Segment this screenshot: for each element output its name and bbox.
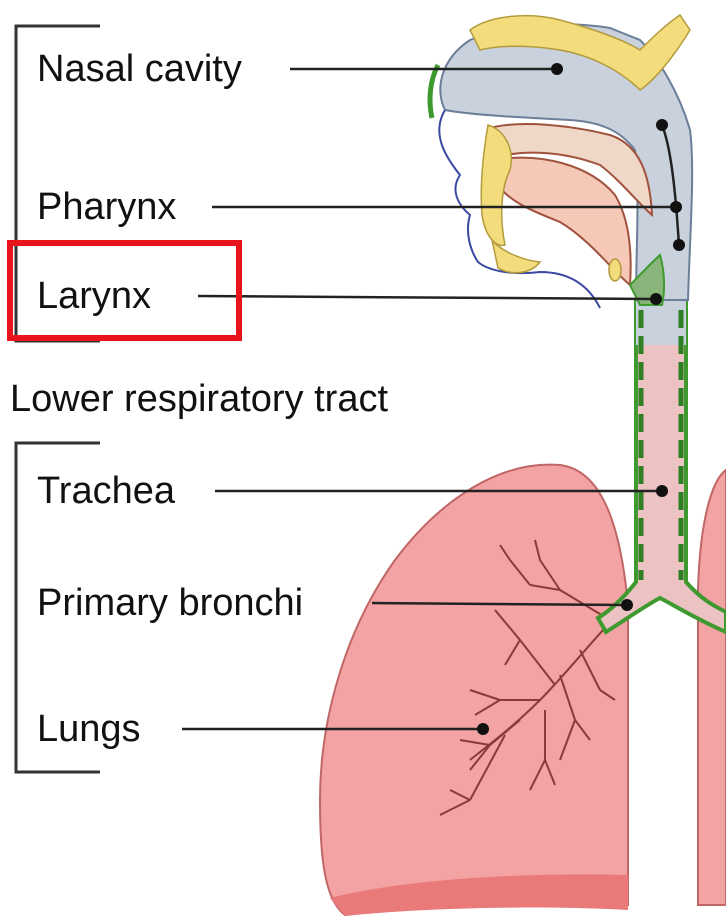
left-lung — [320, 465, 628, 915]
lower-tract-heading: Lower respiratory tract — [10, 377, 388, 421]
larynx-leader — [198, 296, 656, 299]
pharynx-label: Pharynx — [37, 185, 176, 229]
trachea-label: Trachea — [37, 469, 175, 513]
larynx-label: Larynx — [37, 274, 151, 318]
nasal-cavity-label: Nasal cavity — [37, 47, 242, 91]
right-lung — [698, 470, 726, 905]
primary-bronchi-label: Primary bronchi — [37, 581, 303, 625]
lungs-label: Lungs — [37, 707, 141, 751]
nasal-mucosa — [430, 65, 438, 118]
